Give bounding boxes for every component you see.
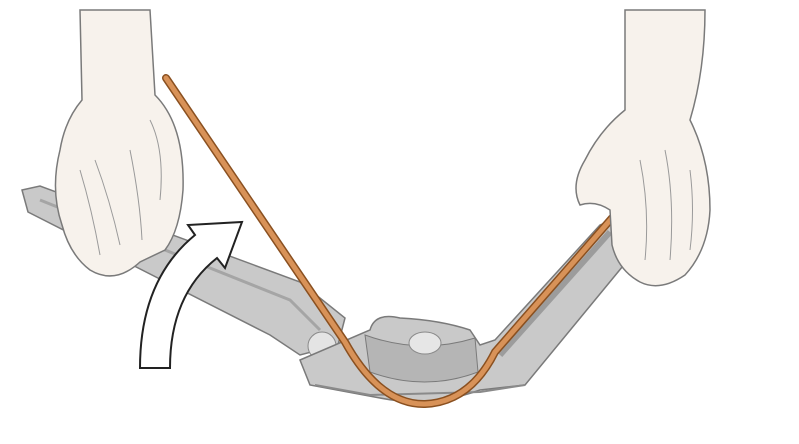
left-hand <box>54 9 184 277</box>
right-hand <box>575 9 711 287</box>
rotation-arrow-icon <box>138 220 244 369</box>
copper-tube <box>162 74 616 409</box>
bender-form <box>299 213 633 403</box>
